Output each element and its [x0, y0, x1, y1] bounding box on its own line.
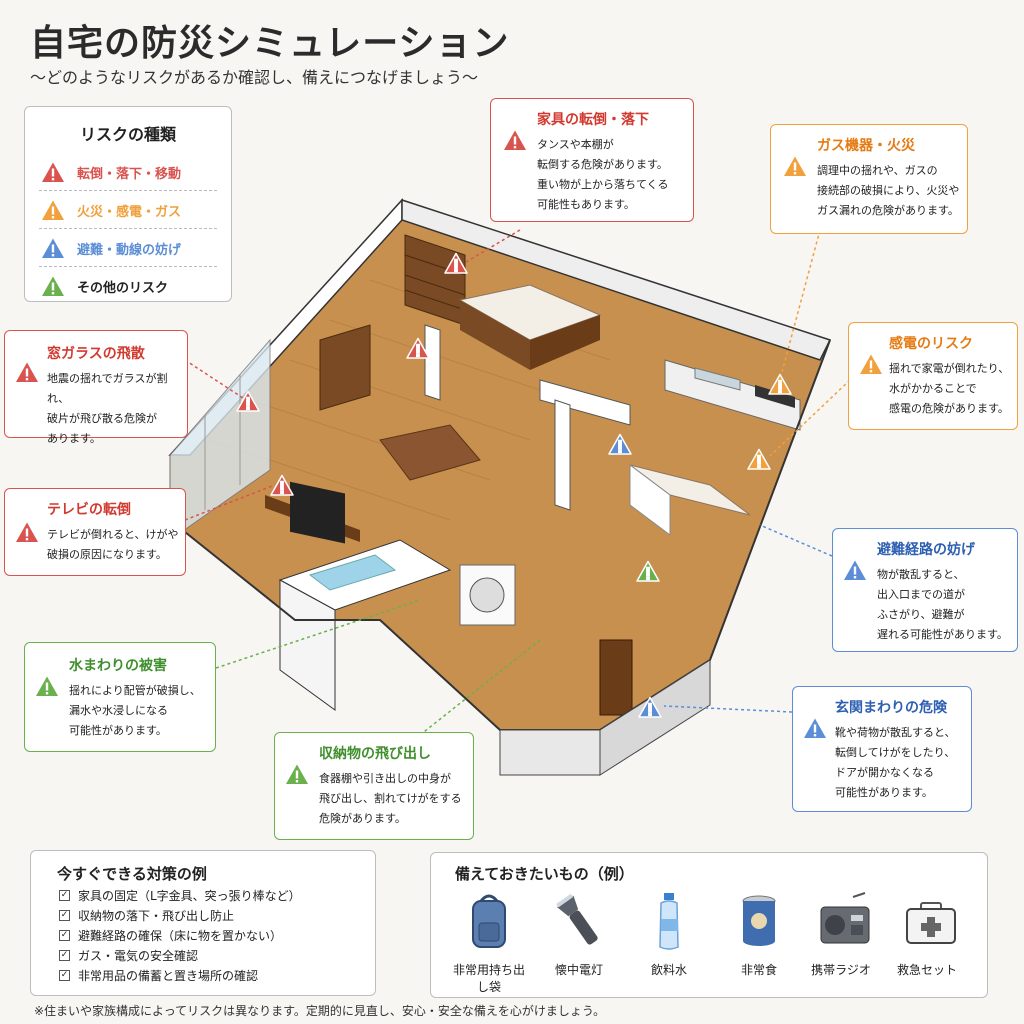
- callout-title: 玄関まわりの危険: [835, 700, 947, 716]
- callout-body: 揺れで家電が倒れたり、 水がかかることで 感電の危険があります。: [889, 362, 1010, 415]
- backpack-icon: [472, 894, 506, 948]
- callout-title: 窓ガラスの飛散: [47, 346, 145, 362]
- supplies-box: 備えておきたいもの（例） 非常用持ち出し袋 懐中電灯 飲料水: [430, 852, 988, 998]
- supply-item: 飲料水: [629, 891, 709, 991]
- first-aid-kit-icon: [906, 902, 956, 944]
- callout-storage-spill: 収納物の飛び出し 食器棚や引き出しの中身が 飛び出し、割れてけがをする 危険があ…: [274, 732, 474, 840]
- callout-tv-fall: テレビの転倒 テレビが倒れると、けがや 破損の原因になります。: [4, 488, 186, 576]
- callout-title: 水まわりの被害: [69, 658, 167, 674]
- supply-item: 救急セット: [887, 891, 967, 991]
- callout-body: 食器棚や引き出しの中身が 飛び出し、割れてけがをする 危険があります。: [319, 772, 462, 825]
- canned-food-icon: [742, 895, 776, 946]
- checkbox-icon: ✓: [59, 950, 70, 961]
- warning-icon: [804, 718, 826, 738]
- page-subtitle: 〜どのようなリスクがあるか確認し、備えにつなげましょう〜: [30, 68, 479, 87]
- callout-gas-fire: ガス機器・火災 調理中の揺れや、ガスの 接続部の破損により、火災や ガス漏れの危…: [770, 124, 968, 234]
- callout-body: 調理中の揺れや、ガスの 接続部の破損により、火災や ガス漏れの危険があります。: [817, 164, 960, 217]
- measure-item: ✓非常用品の備蓄と置き場所の確認: [59, 969, 259, 983]
- callout-body: 物が散乱すると、 出入口までの道が ふさがり、避難が 遅れる可能性があります。: [877, 568, 1008, 641]
- warning-icon: [844, 560, 866, 580]
- callout-title: 収納物の飛び出し: [319, 746, 431, 762]
- checkbox-icon: ✓: [59, 890, 70, 901]
- legend-label: 転倒・落下・移動: [77, 166, 182, 182]
- page-title: 自宅の防災シミュレーション: [30, 23, 510, 64]
- measure-item: ✓収納物の落下・飛び出し防止: [59, 909, 235, 923]
- callout-window-glass: 窓ガラスの飛散 地震の揺れでガラスが割れ、 破片が飛び散る危険が あります。: [4, 330, 188, 445]
- legend-item-fire: 火災・感電・ガス: [41, 197, 181, 223]
- checkbox-icon: ✓: [59, 970, 70, 981]
- legend-label: 火災・感電・ガス: [77, 204, 182, 220]
- warning-icon: [16, 362, 38, 382]
- warning-icon: [784, 156, 806, 176]
- callout-title: ガス機器・火災: [817, 138, 915, 154]
- supply-item: 非常用持ち出し袋: [449, 891, 529, 994]
- measure-item: ✓ガス・電気の安全確認: [59, 949, 199, 963]
- supply-item: 懐中電灯: [539, 891, 619, 991]
- callout-evacuation-route: 避難経路の妨げ 物が散乱すると、 出入口までの道が ふさがり、避難が 遅れる可能…: [832, 528, 1018, 652]
- measure-item: ✓避難経路の確保（床に物を置かない）: [59, 929, 283, 943]
- warning-icon: [504, 130, 526, 150]
- callout-title: 感電のリスク: [889, 336, 973, 352]
- legend-divider: [39, 228, 217, 229]
- callout-title: 避難経路の妨げ: [877, 542, 975, 558]
- legend-item-fall: 転倒・落下・移動: [41, 159, 181, 185]
- risk-legend: リスクの種類 転倒・落下・移動火災・感電・ガス避難・動線の妨げその他のリスク: [24, 106, 232, 302]
- supply-item: 携帯ラジオ: [801, 891, 881, 991]
- floorplan-illustration: [168, 198, 832, 776]
- warning-icon: [286, 764, 308, 784]
- legend-item-other: その他のリスク: [41, 273, 168, 299]
- callout-furniture-fall: 家具の転倒・落下 タンスや本棚が 転倒する危険があります。 重い物が上から落ちて…: [490, 98, 694, 222]
- measures-title: 今すぐできる対策の例: [57, 865, 207, 883]
- supplies-title: 備えておきたいもの（例）: [455, 865, 634, 883]
- warning-icon: [36, 676, 58, 696]
- flashlight-icon: [556, 893, 598, 945]
- callout-body: タンスや本棚が 転倒する危険があります。 重い物が上から落ちてくる 可能性もあり…: [537, 138, 669, 211]
- callout-title: テレビの転倒: [47, 502, 131, 518]
- legend-label: その他のリスク: [77, 280, 169, 296]
- measure-item: ✓家具の固定（L字金具、突っ張り棒など）: [59, 889, 301, 903]
- callout-body: 揺れにより配管が破損し、 漏水や水浸しになる 可能性があります。: [69, 684, 201, 737]
- callout-entrance-danger: 玄関まわりの危険 靴や荷物が散乱すると、 転倒してけがをしたり、 ドアが開かなく…: [792, 686, 972, 812]
- legend-item-evacuation: 避難・動線の妨げ: [41, 235, 181, 261]
- callout-water-damage: 水まわりの被害 揺れにより配管が破損し、 漏水や水浸しになる 可能性があります。: [24, 642, 216, 752]
- callout-electric-shock: 感電のリスク 揺れで家電が倒れたり、 水がかかることで 感電の危険があります。: [848, 322, 1018, 430]
- legend-label: 避難・動線の妨げ: [77, 242, 182, 258]
- warning-icon: [860, 354, 882, 374]
- callout-title: 家具の転倒・落下: [537, 112, 649, 128]
- warning-icon: [16, 522, 38, 542]
- legend-title: リスクの種類: [79, 125, 176, 144]
- radio-icon: [820, 892, 870, 944]
- footnote: ※住まいや家族構成によってリスクは異なります。定期的に見直し、安心・安全な備えを…: [34, 1004, 606, 1018]
- checkbox-icon: ✓: [59, 930, 70, 941]
- checkbox-icon: ✓: [59, 910, 70, 921]
- measures-box: 今すぐできる対策の例 ✓家具の固定（L字金具、突っ張り棒など） ✓収納物の落下・…: [30, 850, 376, 996]
- callout-body: テレビが倒れると、けがや 破損の原因になります。: [47, 528, 179, 561]
- legend-divider: [39, 190, 217, 191]
- callout-body: 靴や荷物が散乱すると、 転倒してけがをしたり、 ドアが開かなくなる 可能性があり…: [835, 726, 956, 799]
- legend-divider: [39, 266, 217, 267]
- callout-body: 地震の揺れでガラスが割れ、 破片が飛び散る危険が あります。: [47, 372, 168, 445]
- water-bottle-icon: [659, 893, 679, 950]
- supply-item: 非常食: [719, 891, 799, 991]
